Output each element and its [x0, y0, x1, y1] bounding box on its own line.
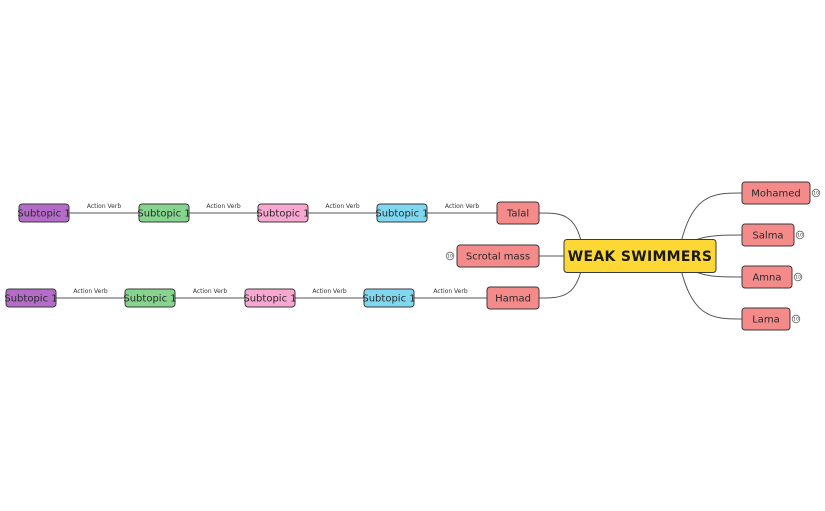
badge-mohamed-circle	[811, 188, 821, 198]
subtopic-2-1-box	[244, 288, 296, 308]
node-salma-label: Salma	[752, 231, 783, 242]
badge-lama-text: 10	[793, 317, 799, 323]
central-topic-box	[563, 239, 717, 273]
node-amna-box	[741, 265, 793, 289]
node-mohamed-box	[741, 181, 811, 205]
action-verb-label-0-2: Action Verb	[206, 203, 240, 210]
node-hamad-label: Hamad	[495, 294, 531, 305]
subtopic-2-0-box	[363, 288, 415, 308]
node-lama[interactable]: Lama	[741, 307, 791, 331]
node-scrotal-mass[interactable]: Scrotal mass	[456, 244, 540, 268]
action-verb-label-2-0: Action Verb	[433, 288, 467, 295]
node-mohamed[interactable]: Mohamed	[741, 181, 811, 205]
subtopic-2-2-box	[124, 288, 176, 308]
edge-right-0	[677, 192, 743, 257]
subtopic-0-1[interactable]: Subtopic 1	[256, 203, 310, 223]
action-verb-label-2-3: Action Verb	[73, 288, 107, 295]
node-talal-label: Talal	[506, 209, 529, 220]
badge-amna-text: 10	[795, 275, 801, 281]
node-hamad[interactable]: Hamad	[486, 286, 540, 310]
badge-scrotal-mass-text: 10	[447, 254, 453, 260]
subtopic-2-1[interactable]: Subtopic 1	[243, 288, 297, 308]
subtopic-2-1-label: Subtopic 1	[243, 294, 296, 305]
subtopic-0-2[interactable]: Subtopic 1	[137, 203, 191, 223]
badge-amna[interactable]: 10	[793, 272, 803, 282]
subtopic-0-3[interactable]: Subtopic 1	[17, 203, 71, 223]
badge-lama[interactable]: 10	[791, 314, 801, 324]
subtopic-0-3-box	[18, 203, 70, 223]
subtopic-2-3[interactable]: Subtopic 1	[4, 288, 58, 308]
subtopic-0-1-box	[257, 203, 309, 223]
badge-salma-text: 10	[797, 233, 803, 239]
badge-salma[interactable]: 10	[795, 230, 805, 240]
badge-amna-circle	[793, 272, 803, 282]
edge-right-3	[677, 255, 743, 320]
node-salma[interactable]: Salma	[741, 223, 795, 247]
subtopic-0-2-box	[138, 203, 190, 223]
badge-mohamed-text: 10	[813, 191, 819, 197]
node-amna[interactable]: Amna	[741, 265, 793, 289]
subtopic-2-3-label: Subtopic 1	[4, 294, 57, 305]
subtopic-0-1-label: Subtopic 1	[256, 209, 309, 220]
central-topic[interactable]: WEAK SWIMMERS	[563, 239, 717, 273]
node-mohamed-label: Mohamed	[751, 189, 800, 200]
badge-salma-circle	[795, 230, 805, 240]
node-lama-box	[741, 307, 791, 331]
action-verb-label-0-3: Action Verb	[87, 203, 121, 210]
subtopic-0-3-label: Subtopic 1	[17, 209, 70, 220]
subtopic-0-0-box	[376, 203, 428, 223]
action-verb-label-0-1: Action Verb	[325, 203, 359, 210]
subtopic-2-2-label: Subtopic 1	[123, 294, 176, 305]
subtopic-0-0[interactable]: Subtopic 1	[375, 203, 429, 223]
node-amna-label: Amna	[752, 273, 781, 284]
subtopic-2-0-label: Subtopic 1	[362, 294, 415, 305]
badge-scrotal-mass-circle	[445, 251, 455, 261]
badge-scrotal-mass[interactable]: 10	[445, 251, 455, 261]
action-verb-label-2-2: Action Verb	[193, 288, 227, 295]
node-salma-box	[741, 223, 795, 247]
subtopic-0-0-label: Subtopic 1	[375, 209, 428, 220]
node-scrotal-mass-label: Scrotal mass	[466, 252, 530, 263]
action-verb-label-2-1: Action Verb	[312, 288, 346, 295]
node-scrotal-mass-box	[456, 244, 540, 268]
node-lama-label: Lama	[752, 315, 780, 326]
central-topic-label: WEAK SWIMMERS	[568, 249, 713, 265]
subtopic-2-0[interactable]: Subtopic 1	[362, 288, 416, 308]
node-talal-box	[496, 201, 540, 225]
badge-lama-circle	[791, 314, 801, 324]
node-hamad-box	[486, 286, 540, 310]
subtopic-2-3-box	[5, 288, 57, 308]
badge-mohamed[interactable]: 10	[811, 188, 821, 198]
subtopic-2-2[interactable]: Subtopic 1	[123, 288, 177, 308]
subtopic-0-2-label: Subtopic 1	[137, 209, 190, 220]
node-talal[interactable]: Talal	[496, 201, 540, 225]
action-verb-label-0-0: Action Verb	[445, 203, 479, 210]
